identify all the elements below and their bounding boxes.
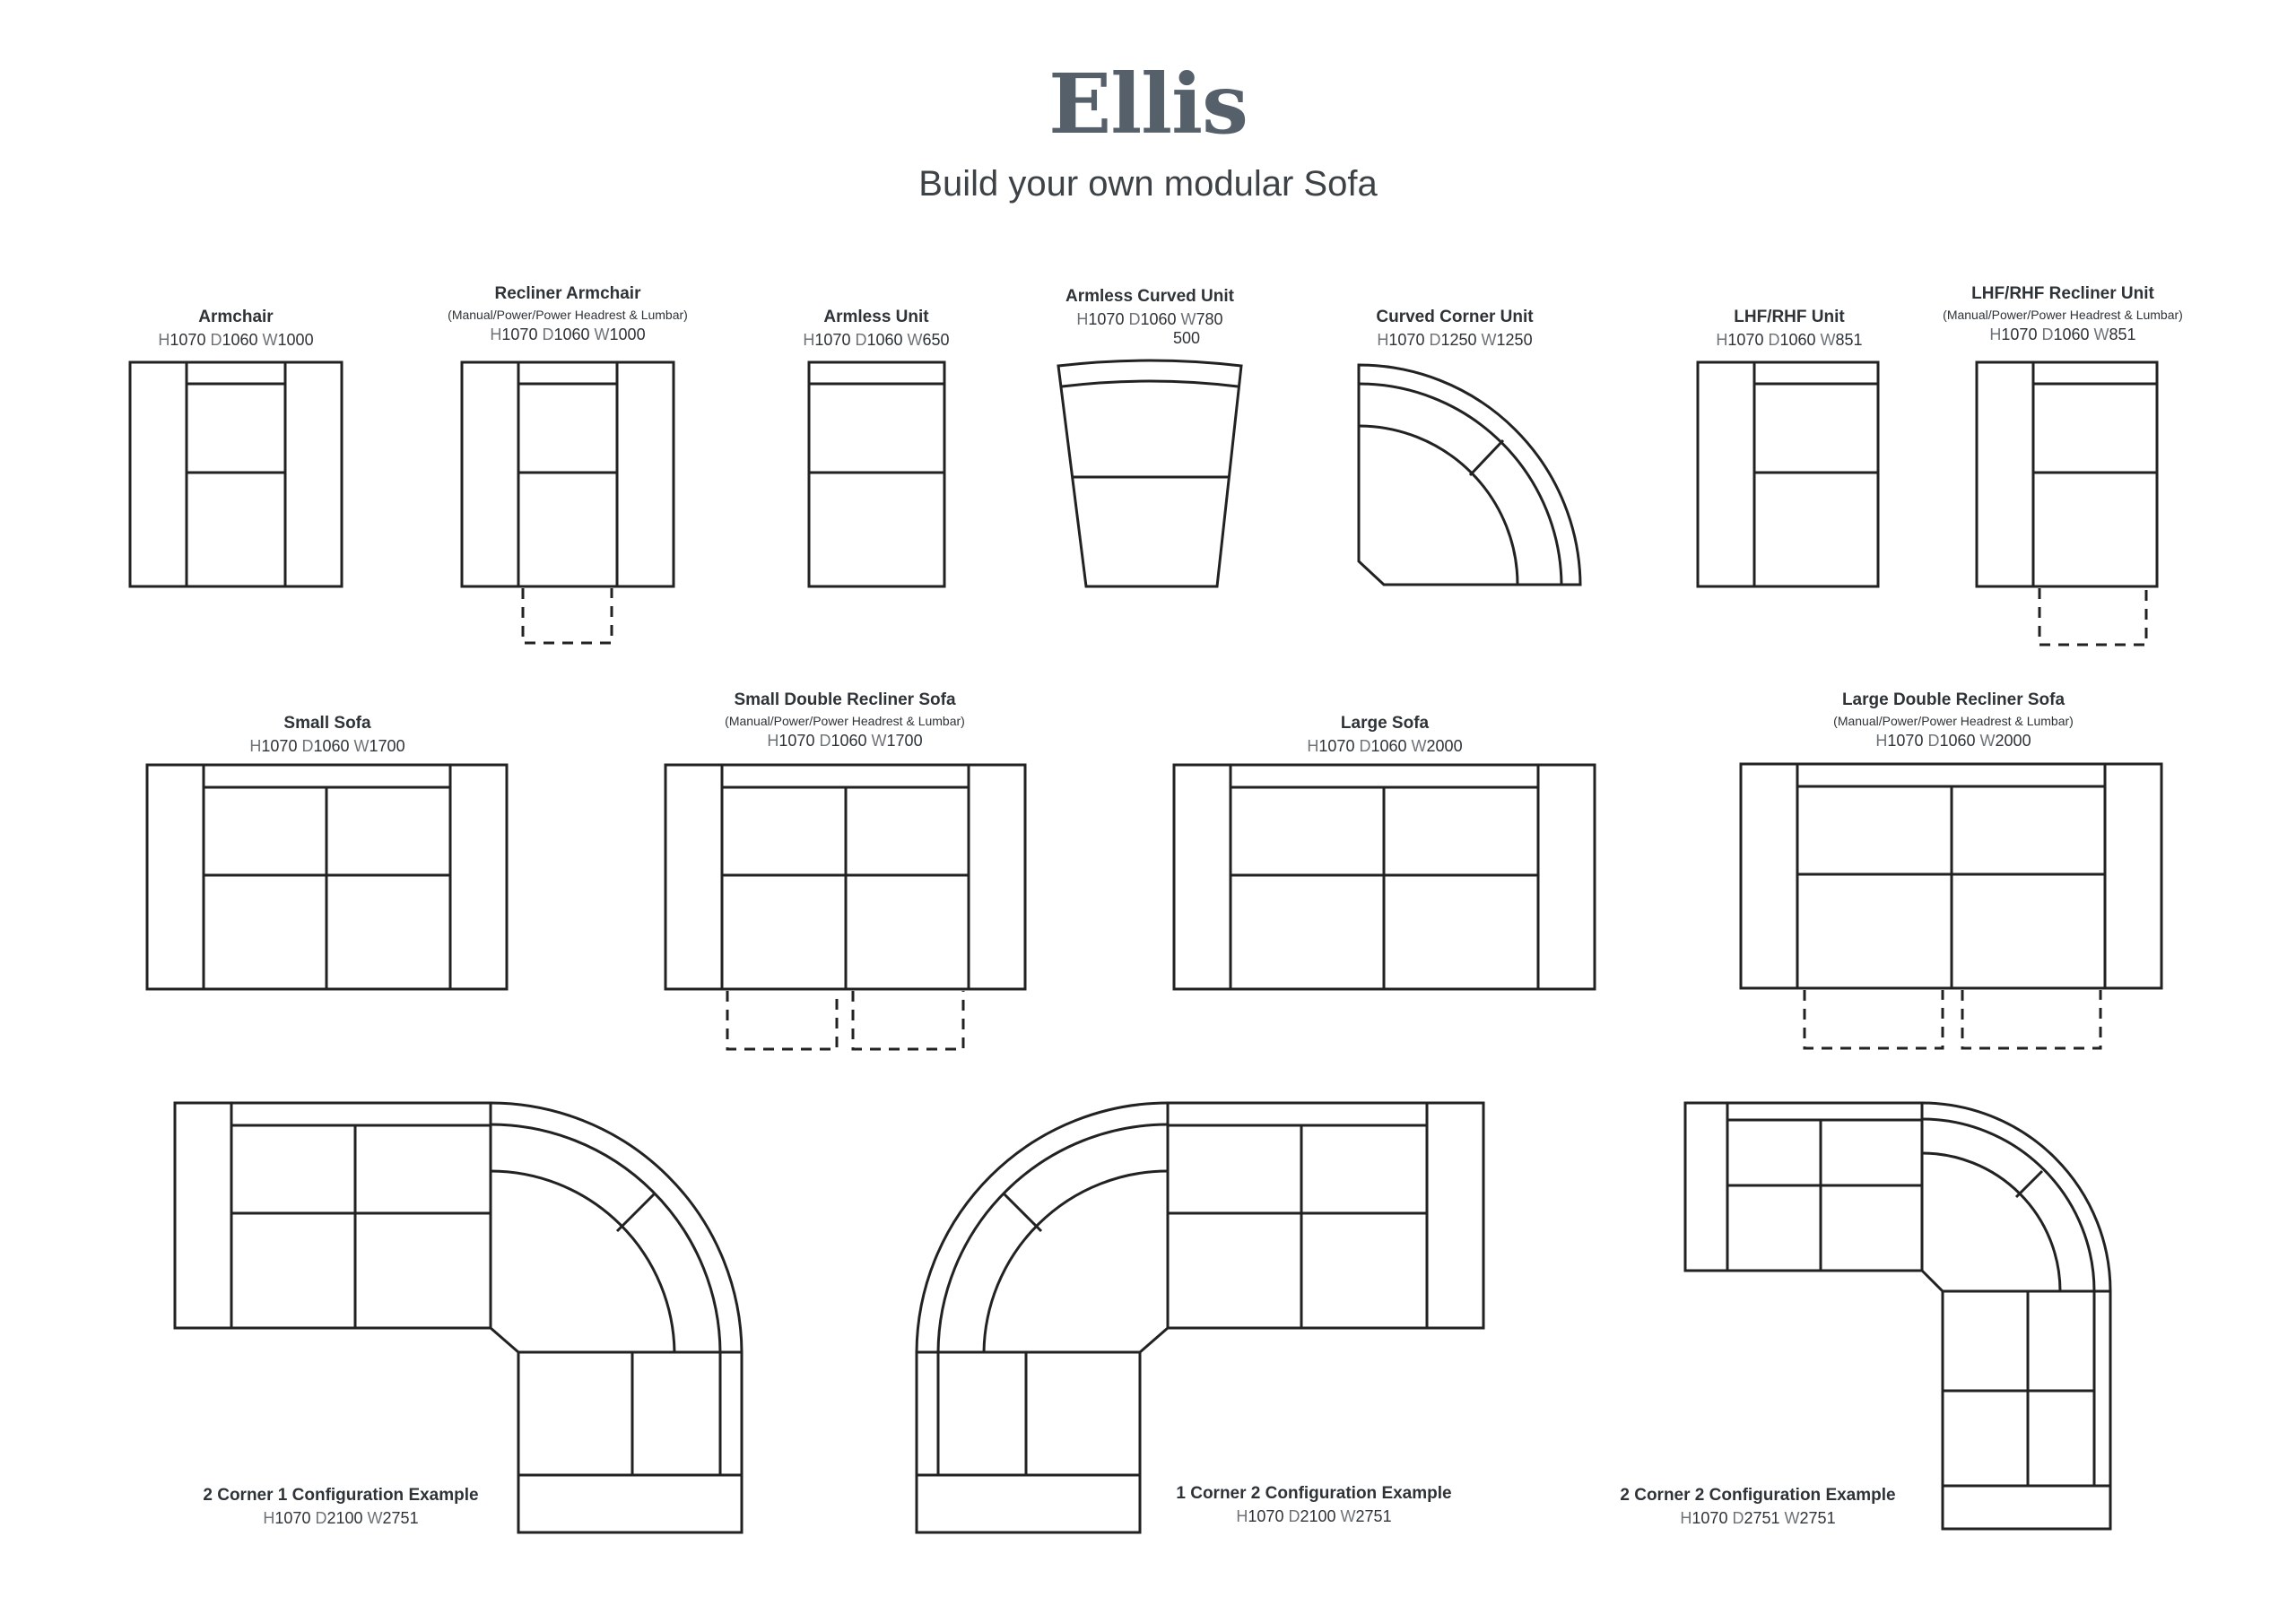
large-sofa-drawing <box>1172 763 1596 991</box>
lhf-rhf-unit-drawing <box>1696 360 1880 588</box>
config-dimensions: H1070 D2100 W2751 <box>263 1508 419 1527</box>
config-2-corner-1-drawing <box>173 1101 744 1534</box>
unit-dimensions: H1070 D1060 W1000 <box>490 325 646 343</box>
unit-label-curved-corner-unit: Curved Corner Unit H1070 D1250 W1250 <box>1343 308 1567 350</box>
config-label-1-corner-2: 1 Corner 2 Configuration Example H1070 D… <box>1148 1484 1480 1526</box>
config-1-corner-2-drawing <box>915 1101 1485 1534</box>
small-sofa-drawing <box>145 763 509 991</box>
config-dimensions: H1070 D2751 W2751 <box>1680 1508 1836 1527</box>
unit-label-lhf-rhf-unit: LHF/RHF Unit H1070 D1060 W851 <box>1677 308 1901 350</box>
config-dimensions: H1070 D2100 W2751 <box>1236 1506 1392 1525</box>
unit-dimensions: H1070 D1060 W2000 <box>1875 731 2031 750</box>
page-subtitle: Build your own modular Sofa <box>918 164 1378 204</box>
unit-label-small-sofa: Small Sofa H1070 D1060 W1700 <box>215 714 439 756</box>
armchair-drawing <box>128 360 344 588</box>
armless-unit-drawing <box>807 360 946 588</box>
unit-label-lhf-rhf-recliner-unit: LHF/RHF Recliner Unit (Manual/Power/Powe… <box>1901 284 2224 344</box>
unit-dimensions: H1070 D1060 W851 <box>1989 325 2136 343</box>
unit-dimensions: H1070 D1060 W1000 <box>158 330 314 349</box>
config-2-corner-2-drawing <box>1683 1101 2112 1531</box>
lhf-rhf-recliner-unit-drawing <box>1975 360 2159 647</box>
unit-dimensions: H1070 D1060 W780 <box>1076 309 1223 328</box>
armless-curved-unit-drawing <box>1057 359 1243 588</box>
recliner-armchair-drawing <box>460 360 675 645</box>
curved-corner-unit-drawing <box>1357 363 1582 586</box>
unit-dimensions: H1070 D1060 W851 <box>1716 330 1863 349</box>
unit-dimensions: H1070 D1060 W1700 <box>767 731 923 750</box>
brand-logo: Ellis <box>1048 56 1248 152</box>
config-label-2-corner-2: 2 Corner 2 Configuration Example H1070 D… <box>1592 1486 1924 1528</box>
config-label-2-corner-1: 2 Corner 1 Configuration Example H1070 D… <box>175 1486 507 1528</box>
unit-label-armless-unit: Armless Unit H1070 D1060 W650 <box>769 308 984 350</box>
unit-label-large-sofa: Large Sofa H1070 D1060 W2000 <box>1273 714 1497 756</box>
unit-label-armchair: Armchair H1070 D1060 W1000 <box>124 308 348 350</box>
unit-dimensions: H1070 D1250 W1250 <box>1377 330 1533 349</box>
unit-dimensions: H1070 D1060 W2000 <box>1307 736 1463 755</box>
small-double-recliner-sofa-drawing <box>664 763 1027 1051</box>
unit-dimensions: H1070 D1060 W650 <box>803 330 950 349</box>
unit-label-small-double-recliner-sofa: Small Double Recliner Sofa (Manual/Power… <box>683 690 1006 751</box>
large-double-recliner-sofa-drawing <box>1739 762 2163 1050</box>
unit-dimensions: H1070 D1060 W1700 <box>249 736 405 755</box>
unit-label-large-double-recliner-sofa: Large Double Recliner Sofa (Manual/Power… <box>1792 690 2115 751</box>
unit-label-armless-curved-unit: Armless Curved Unit H1070 D1060 W780 500 <box>1038 287 1262 347</box>
unit-label-recliner-armchair: Recliner Armchair (Manual/Power/Power He… <box>406 284 729 344</box>
